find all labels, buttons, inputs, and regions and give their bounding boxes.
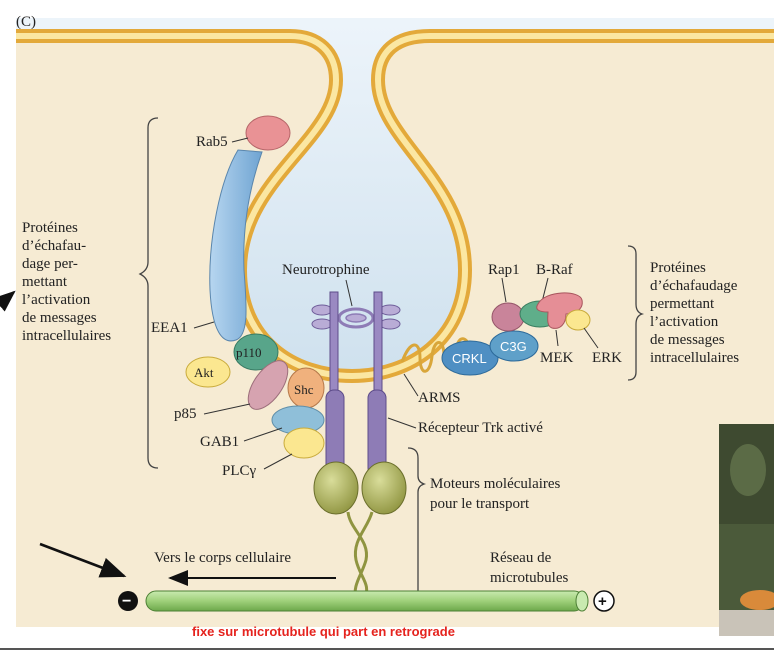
rap1-label: Rap1 — [488, 262, 520, 278]
braf-label: B-Raf — [536, 262, 573, 278]
top-white-strip — [16, 0, 774, 18]
trk-receptor — [325, 291, 387, 477]
svg-text:mettant: mettant — [22, 274, 68, 290]
p110-label: p110 — [236, 345, 262, 360]
right-group-label: Protéines d’échafaudage permettant l’act… — [650, 260, 739, 366]
left-group-label: Protéines d’échafau- dage per- mettant l… — [22, 220, 111, 344]
eea1-leader — [193, 321, 215, 329]
microtubule-end — [575, 590, 589, 612]
recepteur-leader — [387, 417, 417, 429]
arms-leader — [403, 373, 419, 397]
plcg-leader — [263, 453, 293, 470]
recepteur-label: Récepteur Trk activé — [418, 420, 543, 436]
rab5-protein — [245, 115, 291, 151]
plus-end-icon — [593, 590, 615, 612]
plcg-label: PLCγ — [222, 463, 257, 479]
right-bracket — [627, 245, 645, 381]
arms-label: ARMS — [418, 390, 461, 406]
svg-text:Protéines: Protéines — [22, 220, 78, 236]
erk-leader — [583, 327, 599, 349]
svg-text:permettant: permettant — [650, 296, 715, 312]
eea1-label: EEA1 — [151, 320, 188, 336]
p85-protein — [247, 360, 289, 410]
svg-text:intracellulaires: intracellulaires — [650, 350, 739, 366]
erk-protein — [565, 309, 591, 331]
rab5-leader — [231, 137, 249, 143]
svg-text:d’échafau-: d’échafau- — [22, 238, 86, 254]
rap1-leader — [501, 277, 507, 303]
neurotrophine-label: Neurotrophine — [282, 262, 370, 278]
akt-label: Akt — [194, 365, 214, 380]
svg-text:de messages: de messages — [22, 310, 97, 326]
svg-text:dage per-: dage per- — [22, 256, 78, 272]
p85-leader — [203, 403, 251, 415]
motor-stalks — [346, 511, 374, 601]
svg-text:intracellulaires: intracellulaires — [22, 328, 111, 344]
svg-text:l’activation: l’activation — [22, 292, 91, 308]
mek-label: MEK — [540, 350, 574, 366]
svg-text:l’activation: l’activation — [650, 314, 719, 330]
gab1-label: GAB1 — [200, 434, 239, 450]
p85-label: p85 — [174, 406, 197, 422]
rap1-protein — [491, 302, 525, 332]
minus-end-icon — [118, 591, 138, 611]
p110-protein — [233, 333, 279, 371]
reseau-label-line2: microtubules — [490, 570, 568, 586]
minus-end-label: − — [122, 593, 131, 610]
moteurs-label-line1: Moteurs moléculaires — [430, 476, 561, 492]
rab5-label: Rab5 — [196, 134, 228, 150]
microtubule — [145, 590, 585, 612]
panel-label: (C) — [16, 14, 36, 30]
svg-text:de messages: de messages — [650, 332, 725, 348]
photo-inset — [719, 424, 774, 636]
left-bracket — [138, 117, 159, 469]
crkl-protein — [441, 340, 499, 376]
erk-label: ERK — [592, 350, 622, 366]
crkl-label: CRKL — [452, 351, 487, 366]
neurotrophin-ligand — [337, 307, 375, 329]
vers-corps-label: Vers le corps cellulaire — [154, 550, 291, 566]
left-arrow-lower — [39, 542, 127, 578]
svg-text:d’échafaudage: d’échafaudage — [650, 278, 738, 294]
extracellular-top — [16, 0, 774, 376]
svg-text:Protéines: Protéines — [650, 260, 706, 276]
moteurs-label-line2: pour le transport — [430, 496, 530, 512]
left-arrow-upper — [0, 290, 16, 312]
gab1-leader — [243, 427, 283, 442]
plcg-protein — [283, 427, 325, 459]
c3g-protein — [489, 330, 539, 362]
eea1-protein — [209, 149, 263, 342]
trk-receptor-ectodomain — [311, 304, 401, 330]
plus-end-label: + — [598, 593, 607, 610]
retrograde-note: fixe sur microtubule qui part en retrogr… — [192, 624, 455, 639]
akt-protein — [185, 356, 231, 388]
reseau-label-line1: Réseau de — [490, 550, 552, 566]
shc-label: Shc — [294, 382, 314, 397]
neurotrophine-leader — [345, 279, 353, 307]
plasma-membrane-inner — [16, 33, 774, 380]
motor-head-right — [361, 461, 407, 515]
motor-head-left — [313, 461, 359, 515]
mek-leader — [555, 329, 559, 347]
c3g-label: C3G — [500, 339, 527, 354]
mek-protein — [536, 292, 583, 329]
